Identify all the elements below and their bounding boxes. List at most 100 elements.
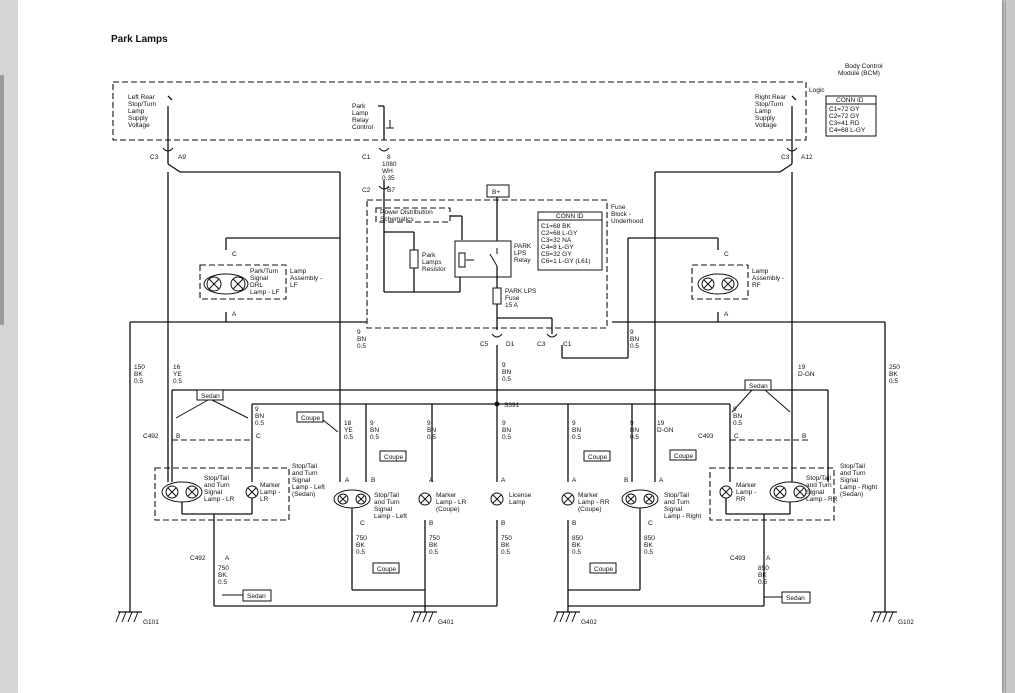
wire-labels: 9 BN 0.5 9 BN 0.5 9 BN 0.5 150 BK 0.5 16… (134, 329, 900, 586)
svg-text:Signal: Signal (806, 489, 825, 496)
svg-text:(Coupe): (Coupe) (578, 506, 601, 513)
svg-text:C3: C3 (537, 341, 546, 348)
bcm-lr-label: Left Rear (128, 94, 156, 101)
svg-text:C2=68 L-GY: C2=68 L-GY (541, 230, 578, 237)
svg-text:Stop/Turn: Stop/Turn (128, 101, 157, 108)
svg-text:0.5: 0.5 (427, 434, 436, 441)
svg-text:Lamp - LF: Lamp - LF (250, 289, 280, 296)
svg-text:BK: BK (356, 542, 365, 549)
license-lamp: License Lamp (490, 492, 532, 506)
svg-text:Relay: Relay (514, 257, 531, 264)
svg-text:D-GN: D-GN (798, 371, 815, 378)
coupe-tag-rr (583, 450, 611, 462)
svg-text:C493: C493 (698, 433, 714, 440)
viewer-scrollbar[interactable] (1005, 0, 1015, 693)
svg-text:YE: YE (173, 371, 182, 378)
svg-text:C: C (232, 251, 237, 258)
svg-text:BN: BN (255, 413, 264, 420)
svg-text:Lamp - RR: Lamp - RR (806, 496, 838, 503)
svg-text:750: 750 (429, 535, 440, 542)
svg-text:G101: G101 (143, 619, 159, 626)
document-page: Park Lamps Body Control Module (BCM) Log… (18, 0, 1002, 693)
svg-text:A: A (501, 477, 506, 484)
svg-text:0.5: 0.5 (255, 420, 264, 427)
svg-text:9: 9 (733, 406, 737, 413)
svg-text:C4=68 L-GY: C4=68 L-GY (829, 127, 866, 134)
svg-text:LF: LF (290, 282, 298, 289)
svg-text:Lamp - Left: Lamp - Left (292, 484, 325, 491)
coupe-tag-left (296, 411, 324, 423)
page-title: Park Lamps (111, 34, 168, 45)
svg-text:Park/Turn: Park/Turn (250, 268, 279, 275)
bcm-connectors: C3 A9 C1 8 1080 WH 0.35 C2 B7 C3 A12 (150, 147, 813, 194)
svg-text:Signal: Signal (374, 506, 393, 513)
svg-text:Park: Park (422, 252, 436, 259)
svg-text:License: License (509, 492, 532, 499)
svg-text:9: 9 (370, 420, 374, 427)
svg-text:Lamp: Lamp (755, 108, 772, 115)
svg-text:Signal: Signal (204, 489, 223, 496)
svg-text:A: A (345, 477, 350, 484)
svg-text:Lamp - Right: Lamp - Right (664, 513, 701, 520)
svg-text:8: 8 (387, 154, 391, 161)
svg-text:0.5: 0.5 (218, 579, 227, 586)
variant-tags: Sedan Coupe Coupe Coupe Coupe Sedan Coup… (175, 379, 811, 604)
svg-text:BK: BK (644, 542, 653, 549)
svg-text:and Turn: and Turn (806, 482, 832, 489)
svg-text:YE: YE (344, 427, 353, 434)
svg-text:and Turn: and Turn (292, 470, 318, 477)
svg-text:BN: BN (630, 427, 639, 434)
svg-text:Sedan: Sedan (247, 593, 266, 600)
b-plus-box (486, 184, 510, 198)
svg-text:C: C (360, 520, 365, 527)
svg-text:B7: B7 (387, 187, 395, 194)
lamp-lf: Park/Turn Signal DRL Lamp - LF Lamp Asse… (199, 251, 322, 318)
svg-text:9: 9 (427, 420, 431, 427)
svg-text:Lamp -: Lamp - (260, 489, 280, 496)
svg-text:BK: BK (429, 542, 438, 549)
svg-text:0.5: 0.5 (344, 434, 353, 441)
grounds: G101 G401 G402 G102 (115, 611, 914, 626)
svg-text:C1: C1 (362, 154, 371, 161)
svg-text:Stop/Tail: Stop/Tail (664, 492, 689, 499)
svg-text:0.5: 0.5 (502, 434, 511, 441)
viewer-left-tab[interactable] (0, 75, 4, 325)
svg-text:B: B (371, 477, 375, 484)
sedan-tag (196, 389, 224, 401)
svg-text:Stop/Turn: Stop/Turn (755, 101, 784, 108)
svg-text:Lamp: Lamp (128, 108, 145, 115)
svg-text:0.5: 0.5 (630, 434, 639, 441)
svg-text:0.5: 0.5 (630, 343, 639, 350)
svg-text:1080: 1080 (382, 161, 397, 168)
lamp-lr-coupe: Stop/Tail and Turn Signal Lamp - Left Ma… (333, 489, 467, 520)
svg-text:C3: C3 (781, 154, 790, 161)
svg-text:A: A (572, 477, 577, 484)
svg-text:C: C (724, 251, 729, 258)
svg-text:A: A (429, 477, 434, 484)
svg-text:B: B (624, 477, 628, 484)
svg-text:Signal: Signal (840, 477, 859, 484)
svg-text:C4=8 L-GY: C4=8 L-GY (541, 244, 574, 251)
svg-text:Power Distribution: Power Distribution (380, 209, 433, 216)
svg-text:RF: RF (752, 282, 761, 289)
svg-text:0.5: 0.5 (134, 378, 143, 385)
svg-text:Lamp -: Lamp - (736, 489, 756, 496)
ground-g402: G402 (553, 611, 597, 626)
bcm-conn-table (825, 95, 877, 137)
svg-text:BK: BK (501, 542, 510, 549)
svg-text:750: 750 (218, 565, 229, 572)
svg-text:0.5: 0.5 (733, 420, 742, 427)
svg-text:Supply: Supply (755, 115, 776, 122)
svg-text:BK: BK (134, 371, 143, 378)
svg-text:LPS: LPS (514, 250, 527, 257)
svg-text:B: B (802, 433, 806, 440)
svg-text:Marker: Marker (260, 482, 281, 489)
svg-text:Control: Control (352, 124, 374, 131)
svg-text:Stop/Tail: Stop/Tail (806, 475, 831, 482)
svg-text:BN: BN (370, 427, 379, 434)
svg-text:Lamp - LR: Lamp - LR (436, 499, 467, 506)
svg-text:0.5: 0.5 (572, 434, 581, 441)
svg-text:A: A (766, 555, 771, 562)
svg-text:C493: C493 (730, 555, 746, 562)
coupe-tag-lr (379, 450, 407, 462)
